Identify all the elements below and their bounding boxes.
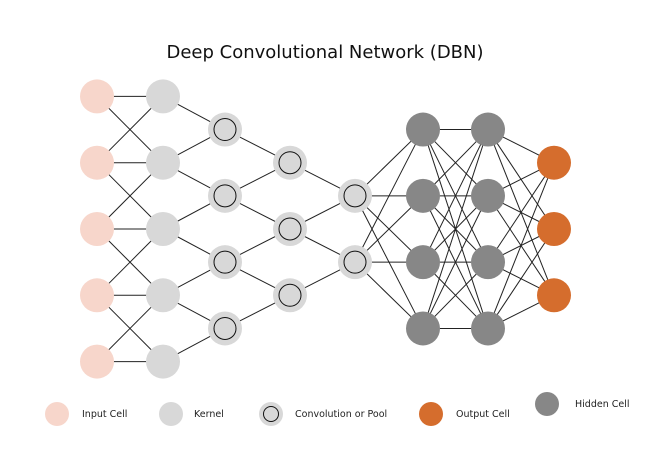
- kernel-cell-kernel-1: [146, 145, 180, 180]
- legend-label-conv: Convolution or Pool: [295, 409, 388, 420]
- hidden-cell-hidden1-0: [406, 112, 440, 147]
- conv-cell-conv2-1: [273, 212, 307, 246]
- edge-hidden2-2-output-0: [487, 162, 555, 263]
- edge-hidden1-2-hidden2-0: [422, 129, 489, 263]
- conv-cell-conv1-0: [208, 112, 242, 147]
- kernel-cell-kernel-3: [146, 278, 180, 313]
- legend-label-output: Output Cell: [456, 409, 510, 420]
- output-cell-output-0: [537, 145, 571, 180]
- conv-cell-conv1-1: [208, 178, 242, 213]
- hidden-cell-hidden1-3: [406, 311, 440, 346]
- input-cell-input-3: [80, 278, 114, 313]
- input-cell-input-1: [80, 145, 114, 180]
- legend-label-input: Input Cell: [82, 409, 128, 420]
- kernel-cell-kernel-0: [146, 79, 180, 114]
- output-cell-output-2: [537, 278, 571, 313]
- nodes: [80, 79, 571, 379]
- edge-hidden2-3-output-0: [487, 162, 555, 329]
- legend-icon-input: [45, 402, 69, 426]
- diagram-title: Deep Convolutional Network (DBN): [166, 42, 484, 63]
- legend-icons: [45, 392, 559, 426]
- hidden-cell-hidden2-3: [471, 311, 505, 346]
- input-cell-input-4: [80, 344, 114, 379]
- hidden-cell-hidden2-2: [471, 245, 505, 280]
- hidden-cell-hidden1-1: [406, 178, 440, 213]
- input-cell-input-0: [80, 79, 114, 114]
- conv-cell-conv3-1: [338, 245, 372, 280]
- hidden-cell-hidden2-0: [471, 112, 505, 147]
- conv-cell-conv1-2: [208, 245, 242, 280]
- conv-cell-conv3-0: [338, 178, 372, 213]
- legend-icon-hidden: [535, 392, 559, 416]
- legend-icon-kernel: [159, 402, 183, 426]
- edge-conv3-1-hidden1-0: [354, 129, 424, 263]
- conv-cell-conv2-0: [273, 145, 307, 180]
- legend-icon-conv: [259, 402, 283, 426]
- input-cell-input-2: [80, 212, 114, 246]
- hidden-cell-hidden1-2: [406, 245, 440, 280]
- edge-hidden2-3-output-1: [487, 228, 555, 329]
- legend-icon-output: [419, 402, 443, 426]
- output-cell-output-1: [537, 212, 571, 246]
- conv-cell-conv2-2: [273, 278, 307, 313]
- legend-label-hidden: Hidden Cell: [575, 399, 630, 410]
- kernel-cell-kernel-4: [146, 344, 180, 379]
- conv-cell-conv1-3: [208, 311, 242, 346]
- legend-label-kernel: Kernel: [194, 409, 224, 420]
- kernel-cell-kernel-2: [146, 212, 180, 246]
- hidden-cell-hidden2-1: [471, 178, 505, 213]
- edge-hidden1-3-hidden2-1: [422, 195, 489, 329]
- edge-hidden1-3-hidden2-0: [422, 129, 489, 329]
